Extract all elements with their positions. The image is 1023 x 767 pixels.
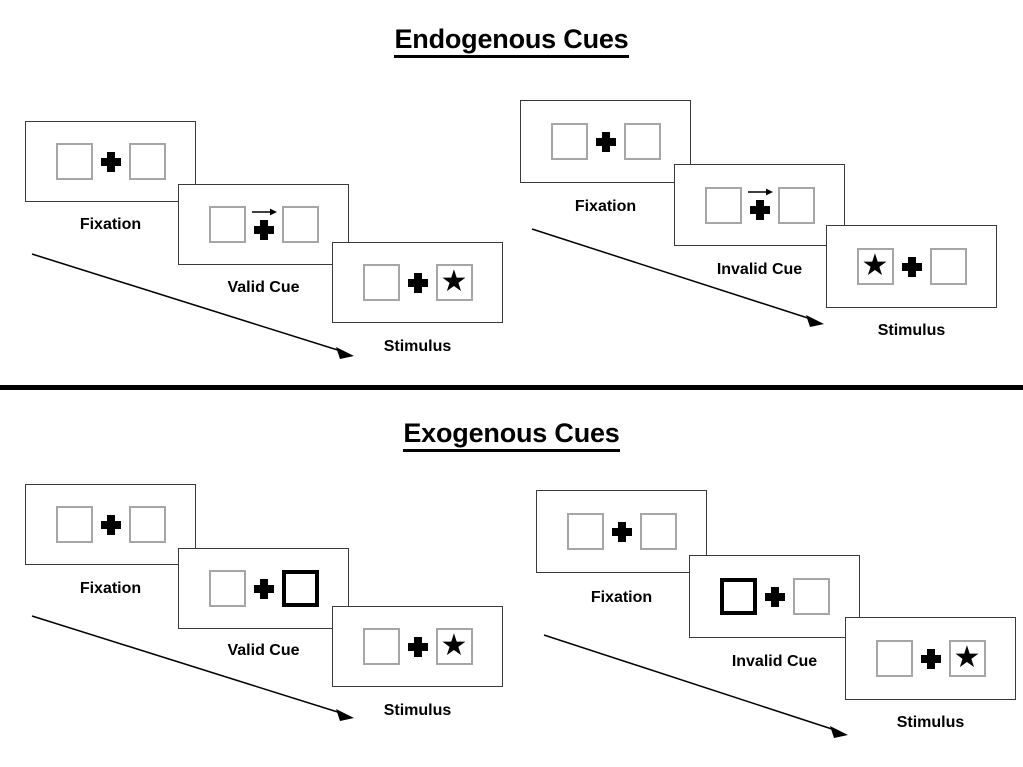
frame-exogenous-valid-stimulus[interactable]: ★ bbox=[332, 606, 503, 687]
placeholder-box-right bbox=[777, 186, 815, 224]
placeholder-box-left bbox=[704, 186, 742, 224]
fixation-cross-with-arrow-cue bbox=[246, 205, 282, 245]
frame-endogenous-valid-fixation[interactable] bbox=[25, 121, 196, 202]
flow-arrow-exogenous-invalid bbox=[543, 634, 848, 738]
cued-box-right bbox=[281, 570, 319, 607]
label-exogenous-valid-cue: Valid Cue bbox=[227, 642, 300, 659]
fixation-cross bbox=[913, 639, 949, 679]
plus-icon bbox=[100, 514, 121, 535]
frame-exogenous-valid-cue[interactable] bbox=[178, 548, 349, 629]
placeholder-box-left bbox=[208, 570, 246, 607]
frame-exogenous-valid-fixation[interactable] bbox=[25, 484, 196, 565]
frame-exogenous-invalid-fixation[interactable] bbox=[536, 490, 707, 573]
star-icon: ★ bbox=[953, 640, 981, 674]
arrow-right-icon bbox=[747, 188, 773, 196]
target-box-right: ★ bbox=[435, 628, 473, 665]
arrow-right-icon bbox=[251, 208, 277, 215]
label-exogenous-valid-fixation: Fixation bbox=[79, 580, 142, 597]
frame-endogenous-valid-stimulus[interactable]: ★ bbox=[332, 242, 503, 323]
plus-icon bbox=[595, 131, 616, 152]
placeholder-box-right bbox=[623, 123, 661, 160]
placeholder-box-right bbox=[128, 506, 166, 543]
frame-endogenous-invalid-stimulus[interactable]: ★ bbox=[826, 225, 997, 308]
label-endogenous-valid-fixation: Fixation bbox=[79, 216, 142, 233]
placeholder-box-left bbox=[875, 640, 913, 677]
label-exogenous-invalid-stimulus: Stimulus bbox=[896, 714, 965, 731]
plus-icon bbox=[611, 521, 632, 542]
fixation-cross bbox=[400, 263, 436, 303]
fixation-cross-with-arrow-cue bbox=[742, 185, 778, 225]
label-endogenous-invalid-fixation: Fixation bbox=[574, 198, 637, 215]
section-divider bbox=[0, 385, 1023, 390]
target-box-right: ★ bbox=[435, 264, 473, 301]
star-icon: ★ bbox=[440, 264, 468, 298]
section-title-exogenous: Exogenous Cues bbox=[0, 418, 1023, 452]
star-icon: ★ bbox=[440, 628, 468, 662]
flow-arrow-exogenous-valid bbox=[31, 615, 354, 721]
frame-endogenous-invalid-fixation[interactable] bbox=[520, 100, 691, 183]
placeholder-box-left bbox=[362, 264, 400, 301]
placeholder-box-right bbox=[639, 513, 677, 550]
placeholder-box-left bbox=[566, 513, 604, 550]
label-endogenous-valid-cue: Valid Cue bbox=[227, 279, 300, 296]
placeholder-box-left bbox=[55, 506, 93, 543]
placeholder-box-left bbox=[208, 206, 246, 243]
section-title-exogenous-text: Exogenous Cues bbox=[403, 418, 620, 452]
plus-icon bbox=[749, 200, 770, 220]
label-exogenous-valid-stimulus: Stimulus bbox=[383, 702, 452, 719]
target-box-left: ★ bbox=[856, 248, 894, 285]
flow-arrow-endogenous-valid bbox=[31, 253, 354, 359]
fixation-cross bbox=[93, 142, 129, 182]
fixation-cross bbox=[400, 627, 436, 667]
frame-endogenous-valid-cue[interactable] bbox=[178, 184, 349, 265]
frame-endogenous-invalid-cue[interactable] bbox=[674, 164, 845, 246]
plus-icon bbox=[253, 219, 274, 240]
plus-icon bbox=[901, 256, 922, 277]
label-exogenous-invalid-fixation: Fixation bbox=[590, 589, 653, 606]
placeholder-box-right bbox=[128, 143, 166, 180]
star-icon: ★ bbox=[861, 248, 889, 282]
plus-icon bbox=[100, 151, 121, 172]
target-box-right: ★ bbox=[948, 640, 986, 677]
label-endogenous-invalid-cue: Invalid Cue bbox=[716, 261, 803, 278]
placeholder-box-left bbox=[362, 628, 400, 665]
fixation-cross bbox=[588, 122, 624, 162]
placeholder-box-left bbox=[55, 143, 93, 180]
section-title-endogenous: Endogenous Cues bbox=[0, 24, 1023, 58]
fixation-cross bbox=[93, 505, 129, 545]
placeholder-box-right bbox=[929, 248, 967, 285]
plus-icon bbox=[920, 648, 941, 669]
fixation-cross bbox=[246, 569, 282, 609]
plus-icon bbox=[764, 586, 785, 607]
placeholder-box-right bbox=[792, 578, 830, 615]
fixation-cross bbox=[757, 577, 793, 617]
label-endogenous-invalid-stimulus: Stimulus bbox=[877, 322, 946, 339]
frame-exogenous-invalid-cue[interactable] bbox=[689, 555, 860, 638]
fixation-cross bbox=[604, 512, 640, 552]
placeholder-box-right bbox=[281, 206, 319, 243]
plus-icon bbox=[253, 578, 274, 599]
placeholder-box-left bbox=[550, 123, 588, 160]
label-exogenous-invalid-cue: Invalid Cue bbox=[731, 653, 818, 670]
flow-arrow-endogenous-invalid bbox=[531, 228, 824, 327]
plus-icon bbox=[407, 636, 428, 657]
fixation-cross bbox=[894, 247, 930, 287]
label-endogenous-valid-stimulus: Stimulus bbox=[383, 338, 452, 355]
cued-box-left bbox=[719, 578, 757, 615]
section-title-endogenous-text: Endogenous Cues bbox=[394, 24, 629, 58]
frame-exogenous-invalid-stimulus[interactable]: ★ bbox=[845, 617, 1016, 700]
plus-icon bbox=[407, 272, 428, 293]
